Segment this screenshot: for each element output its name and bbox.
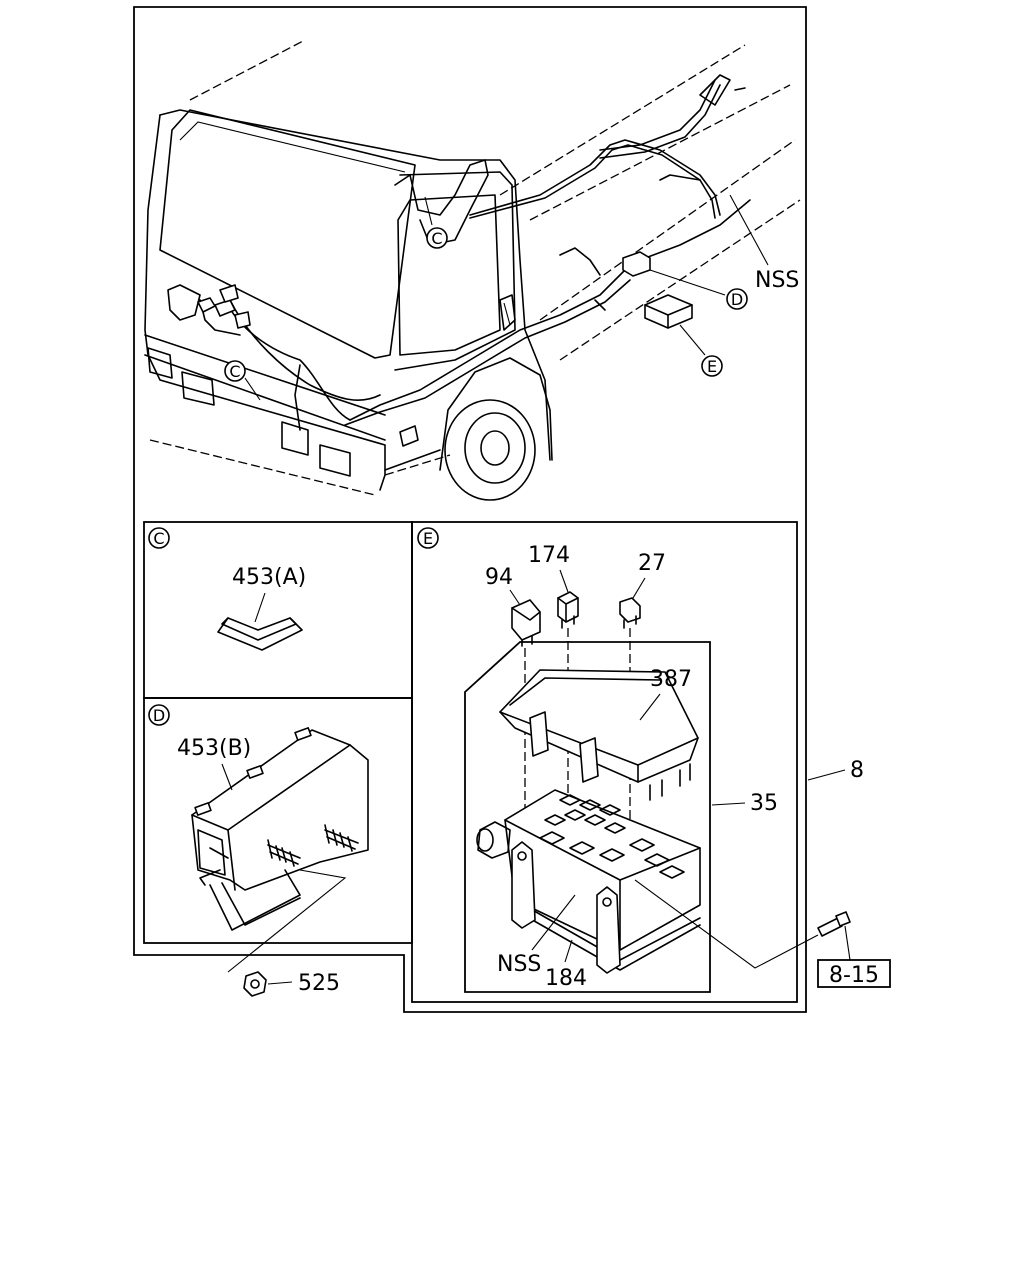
ref-8-15-label: 8-15 — [829, 963, 879, 988]
callout-e-truck: E — [701, 355, 723, 377]
panel-c: C 453(A) — [148, 527, 306, 651]
label-nss-box: NSS — [497, 952, 541, 977]
label-525: 525 — [298, 971, 340, 996]
label-184: 184 — [545, 966, 587, 991]
clip-453a — [217, 617, 303, 651]
fuse-box-35 — [476, 789, 701, 974]
panel-e: E 94 174 27 — [417, 527, 819, 993]
label-453b: 453(B) — [177, 736, 251, 761]
bolt — [817, 911, 851, 937]
label-453a: 453(A) — [232, 565, 306, 590]
panel-c-callout: C — [148, 527, 170, 549]
label-8: 8 — [850, 758, 864, 783]
label-174: 174 — [528, 543, 570, 568]
callout-circle — [701, 355, 723, 377]
panel-e-frame — [411, 521, 798, 1003]
callout-circle — [726, 288, 748, 310]
callout-circle — [426, 227, 448, 249]
callout-d-truck: D — [726, 288, 748, 310]
callout-circle — [224, 360, 246, 382]
panel-d-letter: D — [153, 706, 165, 725]
callout-letter: C — [431, 229, 442, 248]
panel-d: D 453(B) — [148, 704, 369, 973]
panel-e-inner-frame — [464, 641, 711, 993]
relay-94 — [511, 599, 541, 647]
callout-letter: D — [731, 290, 743, 309]
cover-387 — [499, 669, 699, 801]
nut-525: 525 — [243, 971, 340, 997]
panel-d-callout: D — [148, 704, 170, 726]
fuse-27 — [619, 597, 641, 629]
callout-letter: C — [229, 362, 240, 381]
ref-8-15-box — [817, 959, 891, 988]
label-nss-top: NSS — [755, 268, 799, 293]
panel-c-letter: C — [153, 529, 164, 548]
label-94: 94 — [485, 565, 513, 590]
panel-c-frame — [143, 521, 413, 699]
label-27: 27 — [638, 551, 666, 576]
panel-e-letter: E — [423, 529, 433, 548]
label-35: 35 — [750, 791, 778, 816]
bracket-453b — [191, 727, 369, 973]
callout-letter: E — [707, 357, 717, 376]
callout-c-upper: C — [426, 227, 448, 249]
outer-frame — [133, 6, 807, 1013]
relay-174 — [557, 591, 579, 629]
ref-8-15[interactable]: 8-15 — [817, 959, 891, 988]
callout-c-lower: C — [224, 360, 246, 382]
truck-illustration — [144, 39, 801, 501]
label-387: 387 — [650, 667, 692, 692]
panel-e-callout: E — [417, 527, 439, 549]
